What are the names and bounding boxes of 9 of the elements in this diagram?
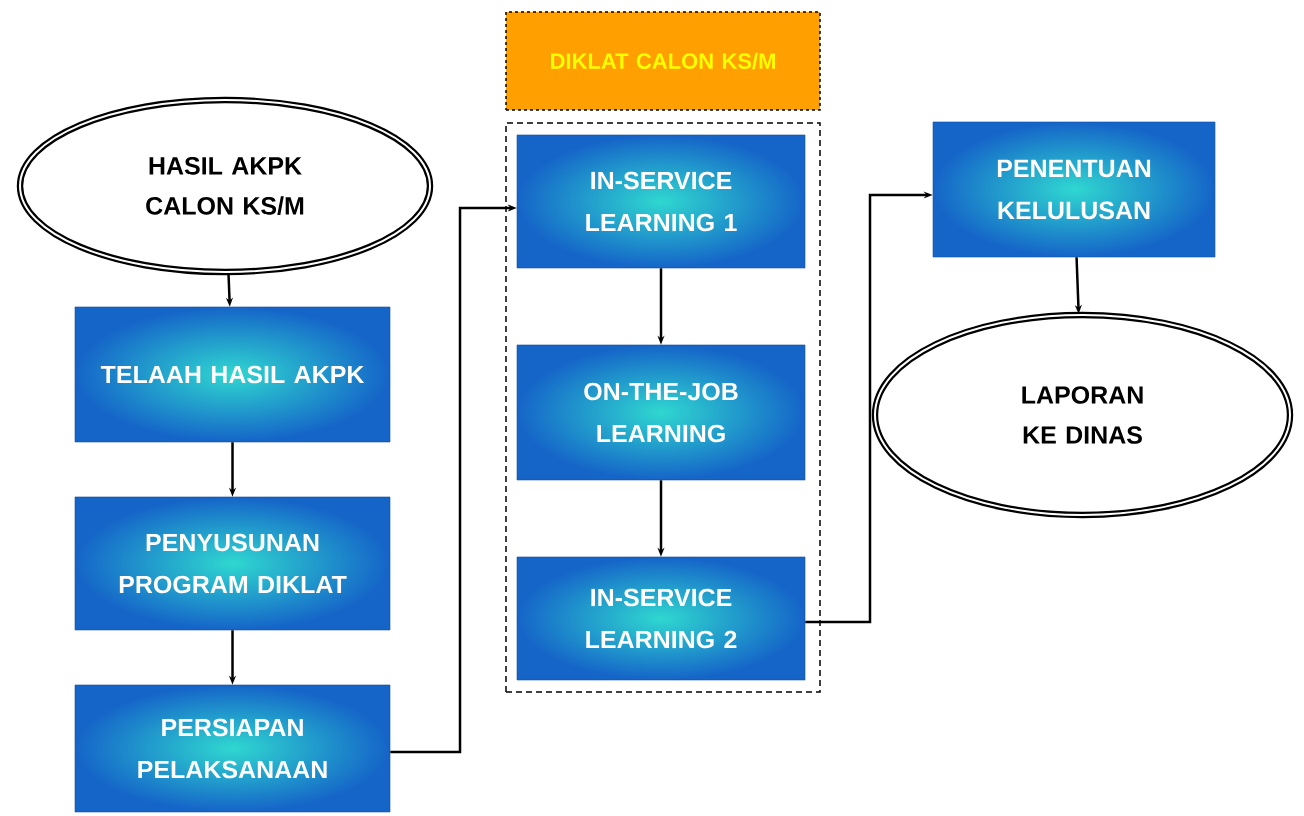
process-box: TELAAH HASIL AKPK (74, 306, 391, 443)
dashed-group-frame (505, 122, 821, 693)
process-box: PENENTUAN KELULUSAN (932, 121, 1216, 258)
process-box: PENYUSUNAN PROGRAM DIKLAT (74, 496, 391, 631)
header-box: DIKLAT CALON KS/M (505, 11, 821, 111)
process-box: IN-SERVICE LEARNING 1 (516, 134, 806, 269)
process-box: IN-SERVICE LEARNING 2 (516, 556, 806, 681)
process-box: PERSIAPAN PELAKSANAAN (74, 684, 391, 813)
process-box: ON-THE-JOB LEARNING (516, 344, 806, 481)
